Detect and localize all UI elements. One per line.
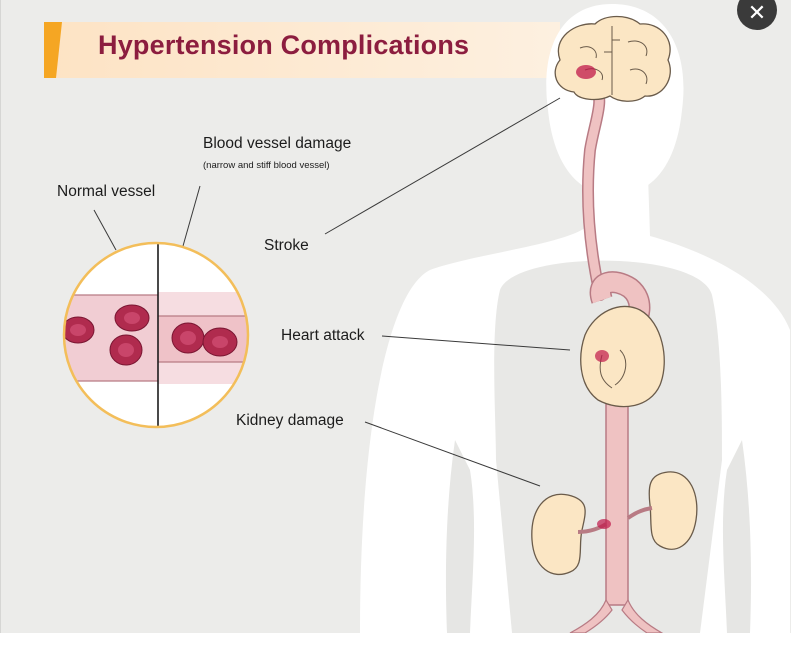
label-heart-attack: Heart attack <box>281 327 365 344</box>
leader-lines <box>93 97 571 487</box>
label-stroke: Stroke <box>264 237 309 254</box>
label-normal-vessel: Normal vessel <box>57 183 155 200</box>
title-banner <box>44 22 560 78</box>
kidneys <box>531 471 698 576</box>
label-kidney-damage: Kidney damage <box>236 412 344 429</box>
bottom-strip <box>0 633 792 649</box>
artery <box>569 79 665 634</box>
label-blood-vessel-damage: Blood vessel damage <box>203 135 351 152</box>
brain <box>554 15 671 102</box>
vessel-lens <box>62 241 250 429</box>
label-blood-vessel-damage-note: (narrow and stiff blood vessel) <box>203 160 330 171</box>
close-icon: ✕ <box>747 1 767 26</box>
blood-cells <box>64 304 238 366</box>
page-title: Hypertension Complications <box>98 30 470 60</box>
heart <box>580 305 665 408</box>
